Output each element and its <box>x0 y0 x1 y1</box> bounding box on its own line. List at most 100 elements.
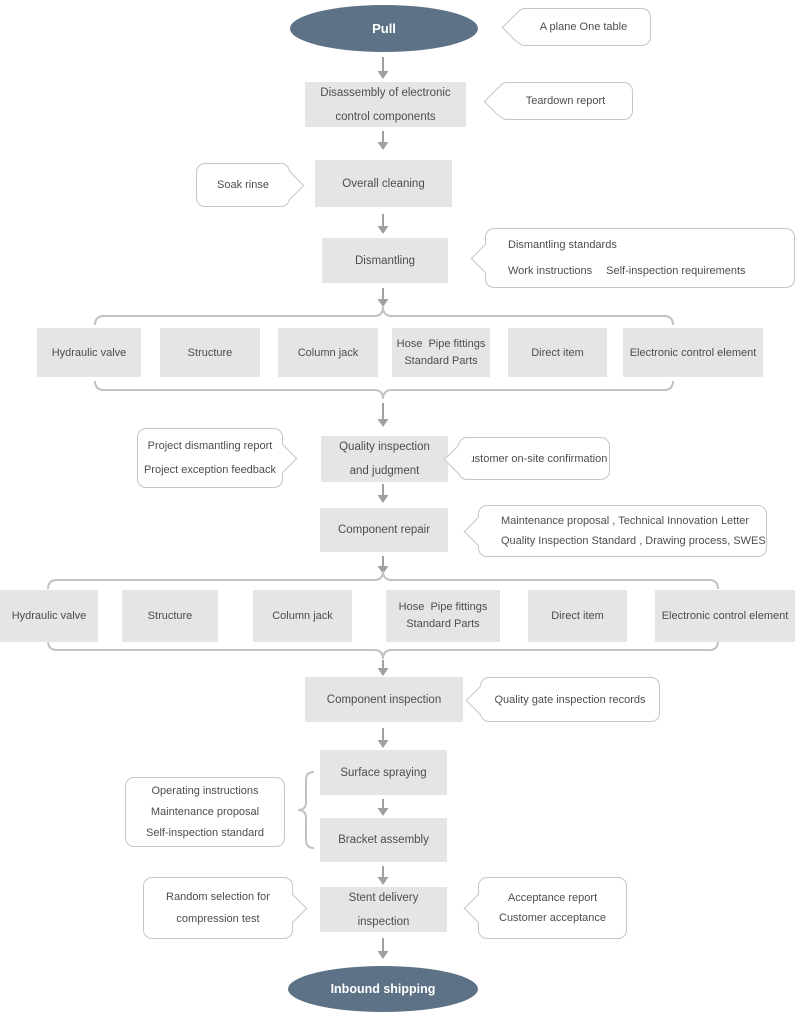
callout-plane-table: A plane One table <box>501 8 651 46</box>
callout-repair-docs: Maintenance proposal , Technical Innovat… <box>463 505 767 557</box>
component-box-hose-fittings: Hose Pipe fittings Standard Parts <box>386 590 500 642</box>
arrow-down-icon <box>377 866 389 885</box>
note-text: Self-inspection standard <box>145 826 264 839</box>
callout-text: Customer acceptance <box>499 912 606 924</box>
end-label: Inbound shipping <box>330 982 436 996</box>
step-bracket-assembly: Bracket assembly <box>320 818 447 862</box>
component-box-direct-item: Direct item <box>508 328 607 377</box>
step-label: Component inspection <box>326 693 442 706</box>
component-label: Hydraulic valve <box>51 346 127 359</box>
step-overall-cleaning: Overall cleaning <box>315 160 452 207</box>
component-label: Standard Parts <box>406 618 480 630</box>
callout-tail <box>465 685 496 715</box>
callout-tail <box>274 170 305 201</box>
component-box-direct-item: Direct item <box>528 590 627 642</box>
step-label: Surface spraying <box>340 766 427 779</box>
step-label: Stent delivery <box>348 891 419 904</box>
arrow-down-icon <box>377 214 389 234</box>
step-label: Overall cleaning <box>342 177 425 190</box>
step-disassembly: Disassembly of electronic control compon… <box>305 82 466 127</box>
start-label: Pull <box>372 21 396 36</box>
callout-project-reports: Project dismantling report Project excep… <box>137 428 298 488</box>
end-terminal: Inbound shipping <box>288 966 478 1012</box>
callout-tail <box>501 12 532 43</box>
component-box-hose-fittings: Hose Pipe fittings Standard Parts <box>392 328 490 377</box>
note-text: Maintenance proposal <box>150 805 260 818</box>
callout-tail <box>470 243 501 274</box>
step-label: and judgment <box>349 465 420 477</box>
arrow-down-icon <box>377 728 389 748</box>
note-text: Operating instructions <box>151 784 259 797</box>
component-label: Hydraulic valve <box>11 610 87 622</box>
component-label: Electronic control element <box>661 610 789 622</box>
callout-text: Quality gate inspection records <box>494 693 646 706</box>
component-label: Structure <box>187 346 233 359</box>
callout-text: Project exception feedback <box>143 464 277 476</box>
step-stent-delivery: Stent delivery inspection <box>320 887 447 932</box>
component-label: Hose Pipe fittings <box>398 601 488 613</box>
arrow-down-icon <box>377 288 389 307</box>
callout-text: Acceptance report <box>507 892 598 904</box>
brace-row1-bottom <box>94 380 674 400</box>
brace-row2-top <box>47 570 719 590</box>
callout-text: Random selection for <box>166 891 270 903</box>
callout-dismantling-docs: Dismantling standards Work instructions S… <box>470 228 795 288</box>
callout-text: Self-inspection requirements <box>606 265 746 277</box>
callout-text: Soak rinse <box>217 179 269 191</box>
brace-row1-top <box>94 306 674 326</box>
step-label: control components <box>335 110 436 123</box>
arrow-down-icon <box>377 660 389 676</box>
component-label: Standard Parts <box>404 354 478 367</box>
component-box-structure: Structure <box>122 590 218 642</box>
component-label: Electronic control element <box>629 346 757 359</box>
component-box-structure: Structure <box>160 328 260 377</box>
component-box-column-jack: Column jack <box>278 328 378 377</box>
callout-soak-rinse: Soak rinse <box>196 163 305 207</box>
component-label: Structure <box>147 610 193 622</box>
component-box-electronic-control: Electronic control element <box>623 328 763 377</box>
callout-text: Work instructions Self-inspection require… <box>508 258 746 284</box>
callout-text: Teardown report <box>525 95 606 107</box>
component-box-column-jack: Column jack <box>253 590 352 642</box>
arrow-down-icon <box>377 403 389 427</box>
component-label: Direct item <box>531 346 584 359</box>
step-label: inspection <box>357 915 410 928</box>
callout-tail <box>443 444 474 474</box>
step-component-inspection: Component inspection <box>305 677 463 722</box>
component-box-electronic-control: Electronic control element <box>655 590 795 642</box>
callout-random-test: Random selection for compression test <box>143 877 308 939</box>
callout-customer-confirmation: Customer on-site confirmation <box>443 437 610 480</box>
step-label: Bracket assembly <box>338 834 429 846</box>
component-label: Column jack <box>297 346 359 359</box>
callout-text: Project dismantling report <box>147 440 273 452</box>
callout-text: Maintenance proposal , Technical Innovat… <box>501 515 750 527</box>
brace-row2-bottom <box>47 640 719 660</box>
brace-assembly-left <box>297 771 315 849</box>
step-dismantling: Dismantling <box>322 238 448 283</box>
callout-text: A plane One table <box>539 21 628 33</box>
note-operating-docs: Operating instructions Maintenance propo… <box>125 777 285 847</box>
callout-text: Quality Inspection Standard , Drawing pr… <box>501 535 766 547</box>
callout-text: Dismantling standards <box>508 239 617 251</box>
arrow-down-icon <box>377 938 389 959</box>
arrow-down-icon <box>377 57 389 79</box>
callout-tail <box>277 893 308 924</box>
component-label: Hose Pipe fittings <box>396 337 486 350</box>
callout-text: compression test <box>176 913 260 925</box>
callout-text: Work instructions <box>508 265 593 277</box>
step-quality-inspection: Quality inspection and judgment <box>321 436 448 482</box>
callout-quality-gate: Quality gate inspection records <box>465 677 660 722</box>
callout-teardown-report: Teardown report <box>483 82 633 120</box>
start-terminal: Pull <box>290 5 478 52</box>
callout-tail <box>463 516 494 547</box>
callout-text: Customer on-site confirmation <box>460 452 608 465</box>
arrow-down-icon <box>377 131 389 150</box>
step-label: Dismantling <box>354 254 416 267</box>
component-box-hydraulic-valve: Hydraulic valve <box>37 328 141 377</box>
step-label: Disassembly of electronic <box>320 86 451 99</box>
component-label: Column jack <box>272 610 333 622</box>
arrow-down-icon <box>377 799 389 816</box>
step-label: Component repair <box>337 524 431 536</box>
arrow-down-icon <box>377 484 389 503</box>
callout-tail <box>483 86 514 117</box>
